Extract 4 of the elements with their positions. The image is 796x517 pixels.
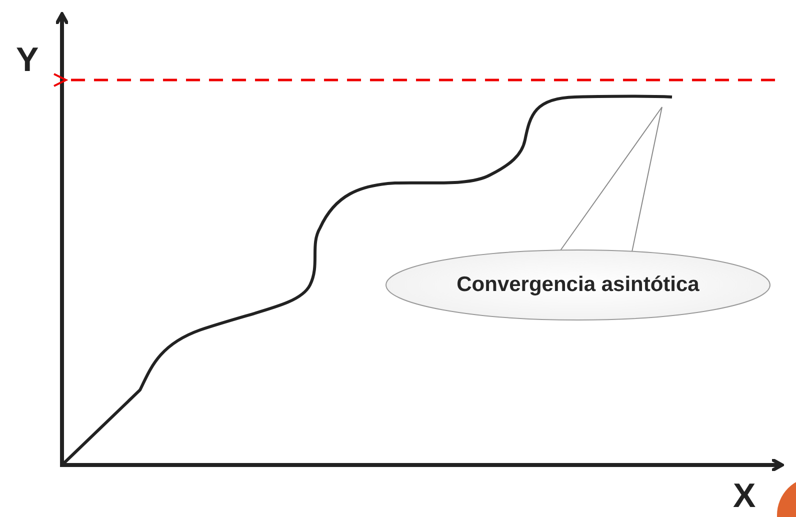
axis-label: Y (16, 42, 39, 78)
axis-label: X (733, 478, 756, 514)
callout-text: Convergencia asintótica (456, 273, 700, 297)
callout-ellipse (385, 249, 771, 321)
